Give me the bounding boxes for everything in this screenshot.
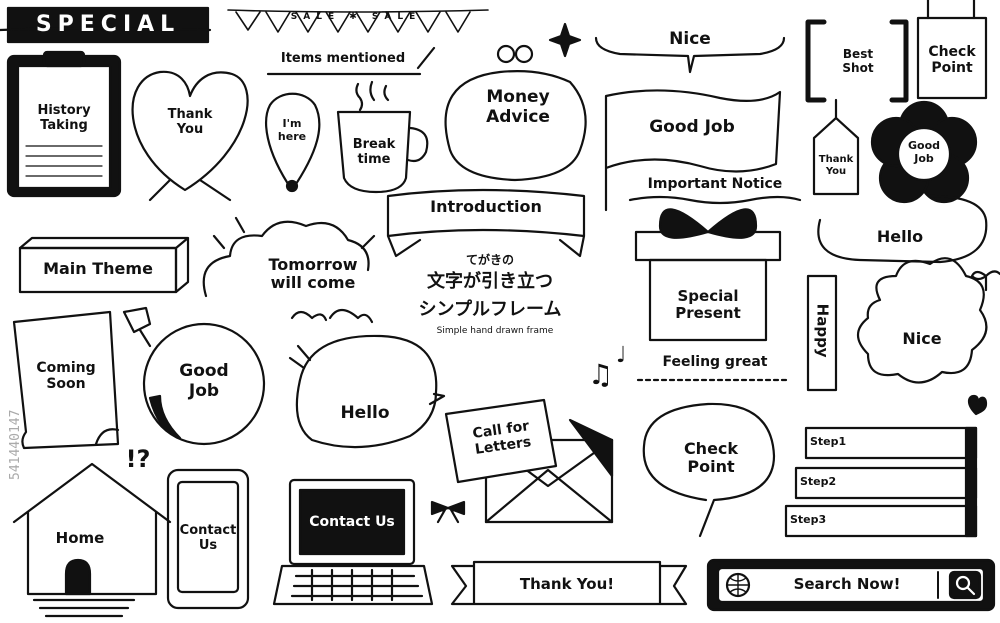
accent-lines-2 <box>288 344 312 370</box>
heart-frame <box>131 70 249 202</box>
hello-bubble-label: Hello <box>340 403 390 423</box>
nice-brace <box>594 36 786 74</box>
money-advice-label: Money Advice <box>486 87 550 127</box>
sale-label: SALE ✱ SALE <box>290 12 422 22</box>
special-flags <box>0 6 212 44</box>
thank-you-ribbon-label: Thank You! <box>519 575 615 593</box>
break-time-label: Break time <box>352 137 396 167</box>
sprout-icon <box>970 270 1000 292</box>
music-note-icon-2: ♩ <box>616 343 626 368</box>
nice-cloud <box>856 257 988 384</box>
coming-soon-label: Coming Soon <box>36 360 96 393</box>
good-job-flag-label: Good Job <box>649 117 735 137</box>
step3-label: Step3 <box>790 513 827 526</box>
feeling-great-label: Feeling great <box>662 354 768 370</box>
introduction-label: Introduction <box>430 197 542 216</box>
music-note-icon: ♫ <box>588 358 613 391</box>
home-label: Home <box>55 529 105 547</box>
im-here-label: I'm here <box>277 117 307 143</box>
important-notice-underline <box>628 195 802 205</box>
hello-speech-bubble <box>295 334 446 449</box>
coming-soon-paper <box>12 310 120 450</box>
good-job-circle <box>142 322 266 446</box>
bow-icon <box>430 500 466 524</box>
best-shot-label: Best Shot <box>842 47 874 75</box>
watermark-id: 541440147 <box>8 409 23 480</box>
tomorrow-cloud <box>202 220 370 298</box>
important-notice-label: Important Notice <box>647 176 783 192</box>
good-job-circle-label: Good Job <box>179 361 229 401</box>
title-jp-line2: シンプルフレーム <box>418 299 562 320</box>
items-mentioned-label: Items mentioned <box>280 51 406 66</box>
pin-drop-frame <box>265 92 321 192</box>
exclaim-label: !? <box>125 445 151 473</box>
title-jp-small: てがきの <box>465 253 514 267</box>
coin-purse-frame <box>444 44 587 182</box>
mug-frame <box>336 80 429 194</box>
clipboard-frame <box>6 50 122 198</box>
check-point-sign-label: Check Point <box>928 44 976 77</box>
special-label: SPECIAL <box>35 12 181 37</box>
flower-frame <box>870 100 978 204</box>
thank-you-heart-label: Thank You <box>167 107 213 137</box>
title-en: Simple hand drawn frame <box>436 326 554 336</box>
thank-you-tag <box>812 98 860 196</box>
call-for-letters-card <box>444 398 558 484</box>
search-now-label[interactable]: Search Now! <box>793 575 901 593</box>
check-point-speech-bubble <box>642 402 776 538</box>
main-theme-label: Main Theme <box>43 259 153 278</box>
introduction-ribbon <box>386 188 586 258</box>
heart-small-icon <box>967 394 988 416</box>
sparkle-icon <box>548 22 582 58</box>
good-job-flag <box>604 89 782 212</box>
hello-top-bubble <box>817 194 988 264</box>
contact-phone-label: Contact Us <box>179 523 237 553</box>
check-point-sign <box>916 0 988 100</box>
tomorrow-label: Tomorrow will come <box>268 255 358 293</box>
accent-lines <box>212 216 376 250</box>
good-job-flower-label: Good Job <box>907 139 941 165</box>
happy-banner <box>806 274 838 392</box>
check-point-bubble-label: Check Point <box>683 439 739 477</box>
thank-you-tag-label: Thank You <box>818 154 854 177</box>
nice-cloud-label: Nice <box>902 329 942 348</box>
title-jp-line1: 文字が引き立つ <box>427 271 553 292</box>
step1-label: Step1 <box>810 435 847 448</box>
main-theme-box <box>18 236 190 294</box>
happy-label: Happy <box>813 303 832 358</box>
hello-top-label: Hello <box>876 227 924 246</box>
search-bar-frame <box>706 558 996 612</box>
house-frame <box>12 462 172 618</box>
thank-you-ribbon <box>450 560 688 606</box>
laptop-frame <box>272 478 434 606</box>
special-present-label: Special Present <box>675 287 741 323</box>
steps-frame <box>784 426 978 538</box>
items-mentioned-underline <box>266 46 436 76</box>
thumbtack-icon <box>122 306 152 348</box>
nice-top-label: Nice <box>669 29 711 49</box>
sale-bunting <box>227 9 489 33</box>
contact-laptop-label: Contact Us <box>309 514 395 530</box>
step2-label: Step2 <box>800 475 837 488</box>
history-taking-label: History Taking <box>37 103 91 133</box>
gift-box-frame <box>634 208 782 342</box>
best-shot-brackets <box>805 19 909 103</box>
phone-frame <box>166 468 250 610</box>
bird-icon <box>290 308 374 324</box>
